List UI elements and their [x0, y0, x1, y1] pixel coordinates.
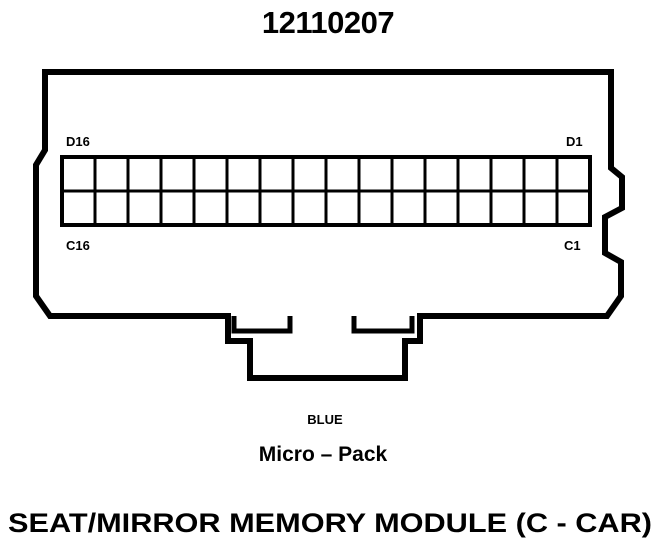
part-number: 12110207 — [262, 5, 394, 40]
left-lock-slot — [231, 316, 293, 334]
connector-color-label: BLUE — [307, 412, 343, 427]
pin-label-c1: C1 — [564, 238, 581, 253]
cavity-grid — [60, 155, 592, 227]
pin-label-c16: C16 — [66, 238, 90, 253]
connector-series-label: Micro – Pack — [259, 443, 388, 466]
pin-label-d16: D16 — [66, 134, 90, 149]
module-title: SEAT/MIRROR MEMORY MODULE (C - CAR) — [8, 508, 652, 538]
connector-body-outline — [33, 69, 625, 381]
right-lock-slot — [351, 316, 415, 334]
pin-label-d1: D1 — [566, 134, 583, 149]
